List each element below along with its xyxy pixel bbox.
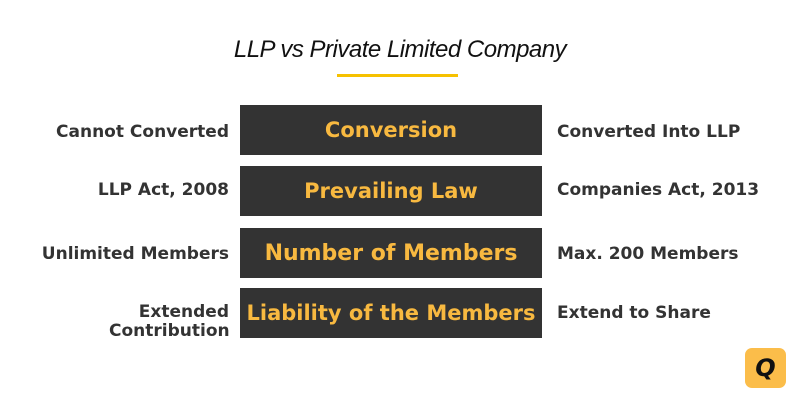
pvt-value: Max. 200 Members — [557, 244, 739, 264]
brand-logo: Q — [745, 348, 786, 388]
criterion-box: Liability of the Members — [240, 288, 542, 338]
title-underline — [337, 74, 458, 77]
pvt-value: Companies Act, 2013 — [557, 180, 760, 200]
llp-value: Unlimited Members — [41, 244, 229, 264]
criterion-box: Prevailing Law — [240, 166, 542, 216]
pvt-value: Extend to Share — [557, 303, 711, 323]
llp-value: Cannot Converted — [56, 122, 229, 142]
pvt-value: Converted Into LLP — [557, 122, 741, 142]
llp-value: Extended Contribution — [109, 302, 230, 341]
criterion-box: Conversion — [240, 105, 542, 155]
llp-value: LLP Act, 2008 — [97, 180, 229, 200]
page-title: LLP vs Private Limited Company — [233, 36, 567, 63]
criterion-box: Number of Members — [240, 228, 542, 278]
